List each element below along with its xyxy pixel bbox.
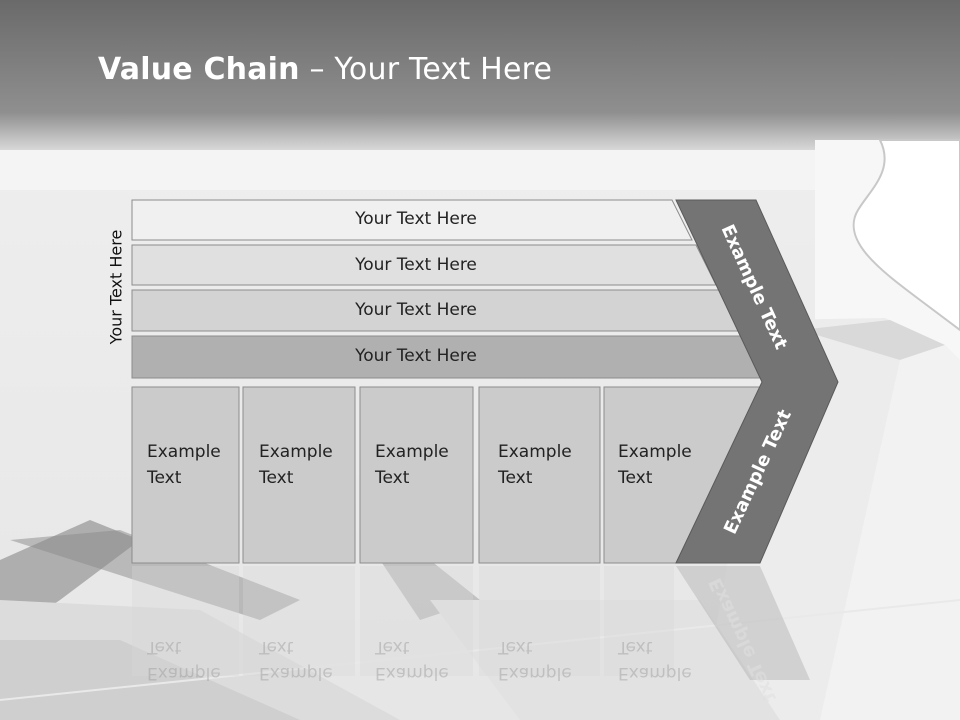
box-reflection-1-line2: Text <box>147 637 182 657</box>
box-reflection-2-line1: Example <box>259 663 333 683</box>
box-text-1-line1: Example <box>147 442 221 462</box>
box-text-1: Example Text <box>147 439 221 491</box>
page-title: Value Chain – Your Text Here <box>98 52 552 87</box>
box-text-4-line1: Example <box>498 442 572 462</box>
row-label-3: Your Text Here <box>355 300 477 320</box>
box-text-5-line1: Example <box>618 442 692 462</box>
row-label-1: Your Text Here <box>355 209 477 229</box>
box-reflection-1-line1: Example <box>147 663 221 683</box>
box-reflection-5-line2: Text <box>618 637 653 657</box>
row-label-4: Your Text Here <box>355 346 477 366</box>
value-chevron <box>675 199 839 564</box>
box-text-4: Example Text <box>498 439 572 491</box>
box-text-5-line2: Text <box>618 468 653 488</box>
box-text-3-line1: Example <box>375 442 449 462</box>
box-reflection-3-line1: Example <box>375 663 449 683</box>
box-reflection-2-line2: Text <box>259 637 294 657</box>
box-text-2-line1: Example <box>259 442 333 462</box>
box-1 <box>131 386 240 564</box>
title-rest: – Your Text Here <box>299 52 553 87</box>
box-reflection-4-line1: Example <box>498 663 572 683</box>
box-reflection-4: Example Text <box>498 634 572 686</box>
box-text-2: Example Text <box>259 439 333 491</box>
box-reflection-3-line2: Text <box>375 637 410 657</box>
box-reflection-5: Example Text <box>618 634 692 686</box>
box-reflection-3: Example Text <box>375 634 449 686</box>
side-label: Your Text Here <box>106 229 126 345</box>
box-text-3: Example Text <box>375 439 449 491</box>
box-reflection-4-line2: Text <box>498 637 533 657</box>
box-4 <box>478 386 601 564</box>
row-label-2: Your Text Here <box>355 255 477 275</box>
row-bar-1 <box>131 199 693 241</box>
box-2 <box>242 386 356 564</box>
title-bold: Value Chain <box>98 52 300 87</box>
box-text-4-line2: Text <box>498 468 533 488</box>
box-text-3-line2: Text <box>375 468 410 488</box>
box-text-1-line2: Text <box>147 468 182 488</box>
box-reflection-1: Example Text <box>147 634 221 686</box>
box-text-2-line2: Text <box>259 468 294 488</box>
box-reflection-2: Example Text <box>259 634 333 686</box>
box-text-5: Example Text <box>618 439 692 491</box>
box-reflection-5-line1: Example <box>618 663 692 683</box>
box-3 <box>359 386 474 564</box>
